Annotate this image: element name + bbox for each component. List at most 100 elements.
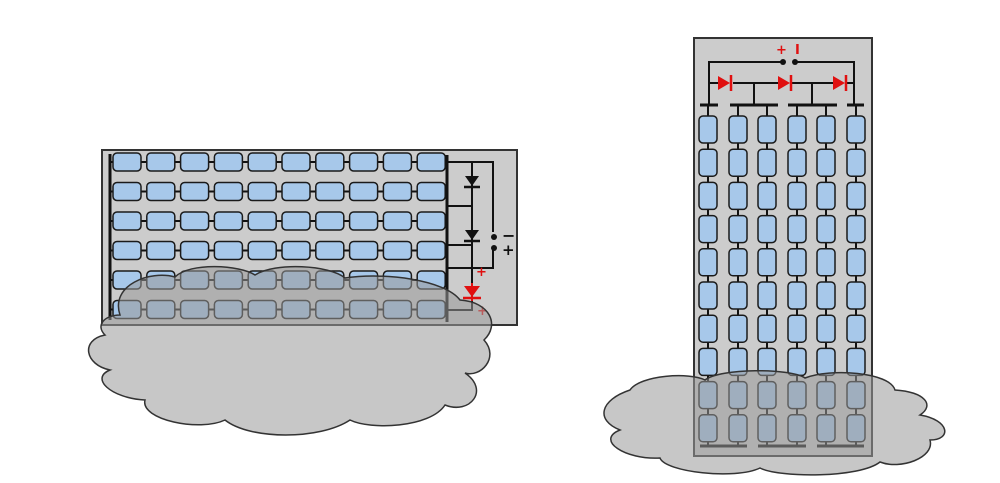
solar-cell [112,181,142,202]
solar-cell [315,152,345,172]
solar-cell [816,314,836,343]
portrait-cell-grid [698,105,866,446]
solar-cell [213,240,244,261]
solar-cell [146,240,176,261]
solar-cell [728,214,748,244]
solar-cell [247,240,277,261]
solar-cell [846,181,866,211]
solar-cell [787,214,807,244]
solar-cell [816,148,836,177]
portrait-panel: + I [603,37,946,476]
solar-cell [112,152,142,172]
solar-cell [787,115,807,144]
solar-cell [728,148,748,177]
solar-cell [846,214,866,244]
portrait-bypass-diode-2 [778,75,793,91]
solar-cell [179,211,210,231]
solar-cell [416,152,446,172]
solar-cell [348,152,379,172]
solar-cell [757,115,777,144]
solar-cell [382,240,413,261]
solar-cell [146,152,176,172]
solar-cell [281,181,311,202]
landscape-diode-positive-mark: + [476,265,487,280]
solar-cell [179,240,210,261]
solar-cell [787,248,807,277]
solar-cell [315,211,345,231]
solar-cell [348,240,379,261]
solar-cell [348,211,379,231]
solar-cell [846,148,866,177]
solar-cell [757,214,777,244]
portrait-negative-terminal [792,59,798,65]
solar-cell [816,115,836,144]
solar-cell [757,281,777,310]
solar-cell [816,248,836,277]
solar-cell [728,248,748,277]
solar-cell [698,148,718,177]
landscape-positive-sign: + [502,241,515,259]
solar-cell [112,240,142,261]
solar-cell [315,240,345,261]
solar-cell [213,211,244,231]
solar-cell [146,181,176,202]
landscape-negative-sign: − [502,226,515,245]
solar-cell [728,115,748,144]
solar-cell [382,181,413,202]
solar-cell [816,214,836,244]
solar-cell [179,152,210,172]
landscape-bypass-diode-3 [463,283,481,301]
solar-cell [416,181,446,202]
landscape-bypass-diode-2 [464,230,480,243]
solar-cell [757,148,777,177]
solar-cell [728,181,748,211]
solar-cell [846,347,866,377]
landscape-negative-terminal [491,234,497,240]
solar-cell [315,181,345,202]
portrait-shadow-cloud [603,369,946,476]
solar-cell [816,181,836,211]
solar-cell [816,281,836,310]
solar-cell [281,152,311,172]
solar-cell [698,181,718,211]
solar-cell [698,214,718,244]
solar-cell [698,115,718,144]
portrait-positive-sign: + [776,43,787,58]
solar-cell [112,211,142,231]
solar-cell [757,181,777,211]
solar-cell [247,152,277,172]
solar-cell [698,314,718,343]
solar-cell [816,347,836,377]
portrait-current-mark: I [795,43,800,58]
solar-cell [698,248,718,277]
solar-cell [787,314,807,343]
landscape-panel: − + + + [87,149,518,436]
solar-cell [247,211,277,231]
solar-cell [698,347,718,377]
solar-cell [416,211,446,231]
solar-cell [416,240,446,261]
solar-cell [213,152,244,172]
solar-cell [728,314,748,343]
solar-cell [146,211,176,231]
solar-cell [281,240,311,261]
solar-cell [787,281,807,310]
solar-cell [382,211,413,231]
landscape-shadow-cloud [87,265,493,436]
portrait-positive-terminal [780,59,786,65]
solar-cell [348,181,379,202]
solar-cell [757,248,777,277]
solar-cell [247,181,277,202]
portrait-bypass-diode-1 [718,75,733,91]
solar-cell [787,148,807,177]
solar-cell [846,281,866,310]
portrait-bypass-wiring [708,61,855,105]
solar-cell [213,181,244,202]
solar-cell [846,248,866,277]
solar-cell [382,152,413,172]
solar-cell [281,211,311,231]
solar-cell [787,181,807,211]
landscape-positive-terminal [491,245,497,251]
solar-cell [757,314,777,343]
